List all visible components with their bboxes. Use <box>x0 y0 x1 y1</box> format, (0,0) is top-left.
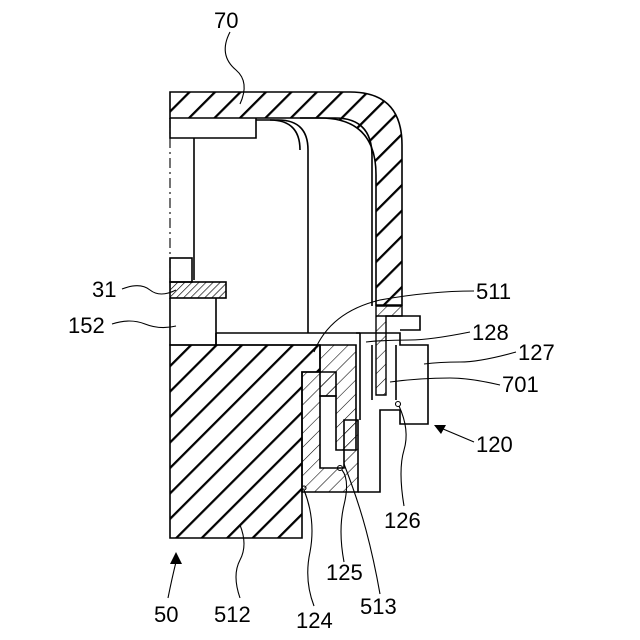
inner-ledge <box>170 118 256 138</box>
label-50: 50 <box>154 602 178 627</box>
inner-wall-right <box>300 118 372 306</box>
label-511: 511 <box>476 279 511 304</box>
label-127: 127 <box>518 340 555 365</box>
label-512: 512 <box>214 602 251 627</box>
seal-126 <box>396 402 401 407</box>
label-125: 125 <box>326 560 363 585</box>
leader-50 <box>168 562 176 598</box>
label-120: 120 <box>476 432 513 457</box>
leader-124 <box>304 490 314 606</box>
label-126: 126 <box>384 508 421 533</box>
block-above-31 <box>170 258 192 282</box>
label-128: 128 <box>472 320 509 345</box>
leader-31 <box>122 286 176 294</box>
label-70: 70 <box>214 8 238 33</box>
part-31 <box>170 282 226 298</box>
leader-127 <box>424 352 516 364</box>
label-152: 152 <box>68 313 105 338</box>
part-512 <box>170 345 320 538</box>
leader-50-arrow <box>170 552 182 564</box>
leader-152 <box>112 321 176 328</box>
leader-701 <box>390 378 500 385</box>
part-152 <box>170 298 216 345</box>
horizontal-plate <box>216 333 360 345</box>
label-701: 701 <box>502 372 539 397</box>
inner-wall-outer <box>256 120 308 333</box>
part-701 <box>376 306 402 395</box>
label-31: 31 <box>92 277 116 302</box>
label-513: 513 <box>360 594 397 619</box>
part-120 <box>356 333 428 492</box>
label-124: 124 <box>296 608 333 633</box>
housing-70 <box>170 92 402 305</box>
